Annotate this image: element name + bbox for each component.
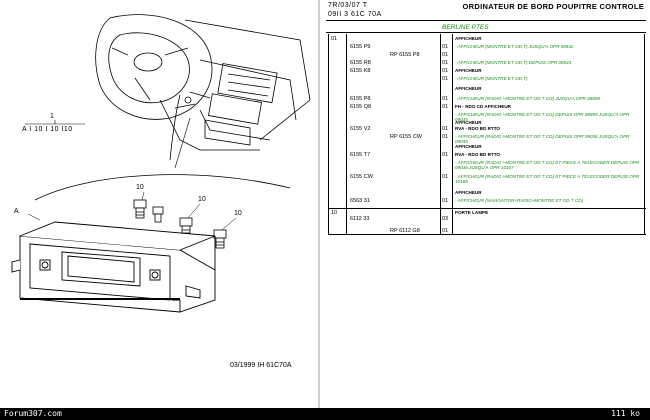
page-title: ORDINATEUR DE BORD POUPITRE CONTROLE: [462, 2, 644, 11]
row-part-number: 6155 Q8: [350, 104, 372, 110]
row-part-number: RP 6112 G8: [390, 228, 420, 234]
row-part-number: 6563 31: [350, 198, 370, 204]
ref-line-2: 09II 3 61C 70A: [328, 11, 382, 18]
row-description: PORTE LAMPE: [455, 210, 489, 215]
row-quantity: 01: [442, 198, 449, 204]
row-divider: [328, 208, 646, 209]
row-description: - AFFICHEUR (NAVIGATION+RADIO+MONTRE ET …: [455, 198, 584, 203]
row-part-number: 6155 T7: [350, 152, 371, 158]
row-quantity: 01: [442, 126, 449, 132]
row-part-number: 6155 CW: [350, 174, 373, 180]
row-quantity: 01: [442, 76, 449, 82]
row-description: - AFFICHEUR (RADIO +MONTRE ET OD T CD) D…: [455, 134, 630, 144]
row-part-number: 6155 R8: [350, 60, 371, 66]
row-quantity: 01: [442, 152, 449, 158]
row-part-number: RP 6155 CW: [390, 134, 422, 140]
parts-list-panel: 7R/03/07 T 09II 3 61C 70A ORDINATEUR DE …: [322, 0, 650, 408]
row-description: AFFICHEUR: [455, 144, 482, 149]
row-description: - AFFICHEUR (RADIO +MONTRE ET OD T CD) E…: [455, 174, 640, 184]
row-description: RVA - RDO BD RTTO: [455, 152, 501, 157]
row-description: AFFICHEUR: [455, 120, 482, 125]
col-divider: [440, 34, 441, 234]
row-description: - AFFICHEUR (MONTRE ET OD T) JUSQU'A OPR…: [455, 44, 574, 49]
subheader-rule: [326, 32, 646, 33]
row-part-number: RP 6155 P8: [390, 52, 420, 58]
row-description: AFFICHEUR: [455, 36, 482, 41]
subheader: BERLINE PTES: [442, 24, 489, 31]
row-description: RVA - RDO BD RTTO: [455, 126, 501, 131]
row-quantity: 01: [442, 60, 449, 66]
col-divider: [346, 34, 347, 234]
row-quantity: 01: [442, 68, 449, 74]
footer-size: 111 ko: [611, 409, 640, 418]
label-10-second: 10: [198, 196, 206, 203]
row-quantity: 01: [442, 104, 449, 110]
row-part-number: 6155 P8: [350, 96, 371, 102]
row-description: AFFICHEUR: [455, 86, 482, 91]
col-divider: [644, 34, 645, 234]
row-section: 01: [331, 36, 338, 42]
footer-site[interactable]: Forum307.com: [4, 409, 62, 418]
label-10-first: 10: [136, 184, 144, 191]
row-section: 10: [331, 210, 338, 216]
dashboard-illustration: [11, 14, 311, 313]
page-divider: [318, 0, 320, 408]
row-part-number: 6155 P9: [350, 44, 371, 50]
label-10-third: 10: [234, 210, 242, 217]
drawing-caption: 03/1999 IH 61C70A: [230, 362, 292, 369]
footer-bar: Forum307.com 111 ko: [0, 408, 650, 420]
row-quantity: 03: [442, 216, 449, 222]
row-description: - AFFICHEUR (MONTRE ET OD T) DEPUIS OPR …: [455, 60, 572, 65]
callout-number: 1: [50, 113, 54, 120]
ref-line-1: 7R/03/07 T: [328, 2, 368, 9]
row-divider: [328, 234, 646, 235]
col-divider: [328, 34, 329, 234]
row-quantity: 01: [442, 228, 449, 234]
row-description: - AFFICHEUR (RADIO +MONTRE ET OD T CD) E…: [455, 160, 640, 170]
col-divider: [452, 34, 453, 234]
row-description: FH - RDO CD AFFICHEUR: [455, 104, 511, 109]
callout-reference: A I 10 I 10 I10: [22, 126, 73, 133]
row-part-number: 6112 33: [350, 216, 370, 222]
row-quantity: 01: [442, 96, 449, 102]
row-description: AFFICHEUR: [455, 68, 482, 73]
row-part-number: 6155 K8: [350, 68, 371, 74]
row-description: - AFFICHEUR (RADIO +MONTRE ET OD T CD) J…: [455, 96, 600, 101]
row-part-number: 6155 V2: [350, 126, 371, 132]
row-quantity: 01: [442, 52, 449, 58]
row-description: - AFFICHEUR (RADIO +MONTRE ET OD T CD) D…: [455, 112, 630, 122]
row-quantity: 01: [442, 174, 449, 180]
label-a: A: [14, 208, 19, 215]
row-description: AFFICHEUR: [455, 190, 482, 195]
row-quantity: 01: [442, 44, 449, 50]
row-description: - AFFICHEUR (MONTRE ET OD T): [455, 76, 528, 81]
illustration-panel: 1 A I 10 I 10 I10 A 10 10 10 03/1999 IH …: [0, 0, 320, 408]
header-rule: [326, 20, 646, 21]
row-quantity: 01: [442, 134, 449, 140]
